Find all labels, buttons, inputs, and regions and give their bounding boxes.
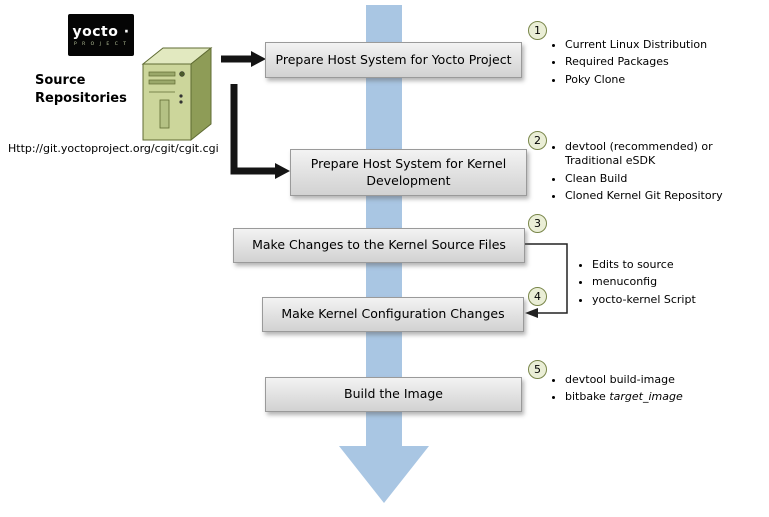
step-number-badge-3: 3 [528,214,547,233]
bullet-item: devtool build-image [565,373,769,387]
step-box-make-config-changes: Make Kernel Configuration Changes [262,297,524,332]
step1-bullet-list: Current Linux Distribution Required Pack… [551,38,769,90]
step-box-label: Prepare Host System for Yocto Project [275,51,512,67]
arrow-server-to-step2-icon [230,84,290,179]
bullet-item: Required Packages [565,55,769,69]
bullet-item: menuconfig [592,275,767,289]
step-box-label: Make Changes to the Kernel Source Files [252,237,506,253]
step-box-prepare-host-kernel: Prepare Host System for Kernel Developme… [290,149,527,196]
step-box-make-source-changes: Make Changes to the Kernel Source Files [233,228,525,263]
bitbake-command-text: bitbake [565,390,610,404]
step-number-badge-4: 4 [528,287,547,306]
bitbake-target-image-text: target_image [609,390,683,404]
step-number-badge-5: 5 [528,360,547,379]
bullet-item: yocto-kernel Script [592,293,767,307]
bullet-item: bitbake target_image [565,390,769,404]
step-box-label: Build the Image [344,386,443,402]
source-repositories-label: Source Repositories [35,73,127,106]
yocto-logo-subtext: P R O J E C T [73,41,129,47]
bullet-item: Current Linux Distribution [565,38,769,52]
step-box-prepare-host-yocto: Prepare Host System for Yocto Project [265,42,522,78]
step2-bullet-list: devtool (recommended) or Traditional eSD… [551,140,765,206]
step-number-badge-2: 2 [528,131,547,150]
step-box-build-image: Build the Image [265,377,522,412]
yocto-logo-text: yocto · [72,23,130,40]
step-box-label: Prepare Host System for Kernel Developme… [310,156,507,188]
connector-step3-step4-icon [524,243,568,318]
step-number-badge-1: 1 [528,21,547,40]
bullet-item: Poky Clone [565,73,769,87]
bullet-item: Clean Build [565,172,765,186]
step5-bullet-list: devtool build-image bitbake target_image [551,373,769,408]
arrow-server-to-step1-icon [221,51,266,67]
bullet-item: Edits to source [592,258,767,272]
step3-step4-shared-bullet-list: Edits to source menuconfig yocto-kernel … [578,258,767,310]
bullet-item: Cloned Kernel Git Repository [565,189,765,203]
server-icon [141,46,213,142]
yocto-logo: yocto · P R O J E C T [68,14,134,56]
bullet-item: devtool (recommended) or Traditional eSD… [565,140,765,169]
source-repositories-url: Http://git.yoctoproject.org/cgit/cgit.cg… [8,142,219,155]
step-box-label: Make Kernel Configuration Changes [281,306,505,322]
